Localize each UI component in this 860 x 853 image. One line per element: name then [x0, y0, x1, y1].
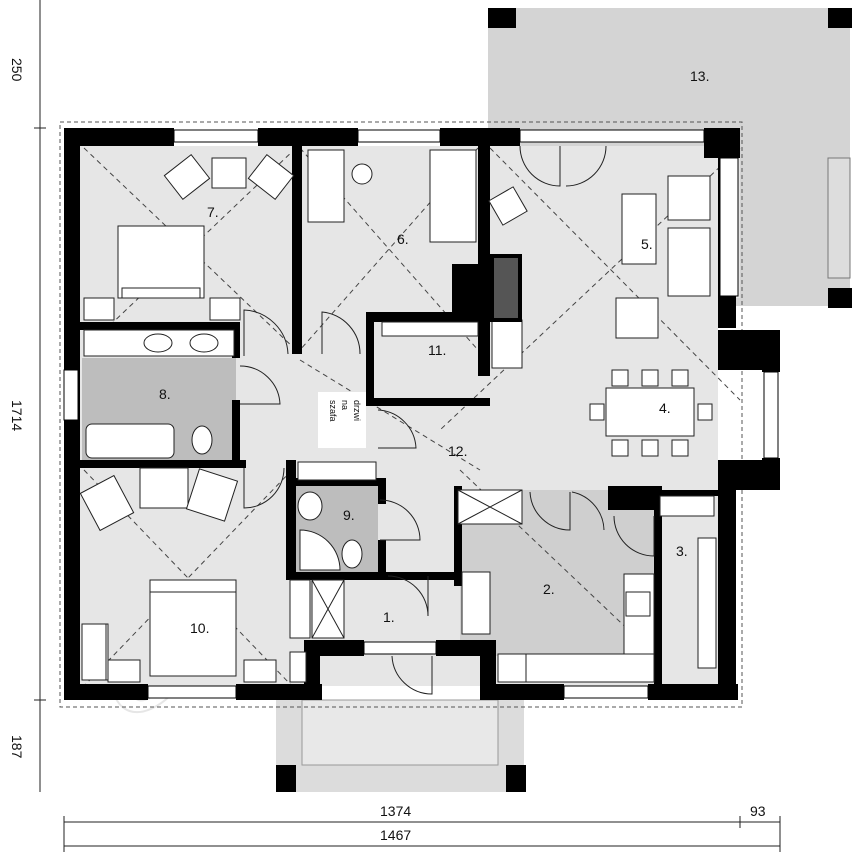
- porch-post: [506, 765, 526, 792]
- dim-bottom-total: 1467: [380, 827, 411, 843]
- roof-outline: [59, 121, 743, 708]
- room-label-11: 11.: [428, 342, 446, 358]
- porch-post: [276, 765, 296, 792]
- hall-1-fixtures: [81, 579, 345, 683]
- terrace-post: [828, 8, 852, 28]
- wc-9-fixtures: [297, 461, 377, 571]
- bedroom-7-furniture: [83, 154, 295, 321]
- dimension-lines: [34, 0, 781, 852]
- windows: [63, 129, 779, 699]
- porch-step: [301, 699, 499, 766]
- bathroom-8-fixtures: [83, 329, 235, 459]
- room-label-3: 3.: [676, 543, 688, 559]
- dim-bottom-left: 187: [9, 735, 25, 759]
- fireplace-insert: [494, 258, 518, 318]
- room-6-furniture: [307, 149, 479, 337]
- kitchen-fixtures: [457, 489, 655, 683]
- note-line-2: na: [340, 400, 350, 410]
- room-label-7: 7.: [207, 204, 219, 220]
- terrace-post: [488, 8, 516, 28]
- dim-bottom-right: 93: [750, 803, 766, 819]
- dim-left-mid: 1714: [9, 400, 25, 431]
- room-label-4: 4.: [659, 400, 671, 416]
- room-label-2: 2.: [543, 581, 555, 597]
- room-label-5: 5.: [641, 236, 653, 252]
- room-label-10: 10.: [190, 620, 209, 636]
- doors: [239, 145, 655, 695]
- room-label-8: 8.: [159, 386, 171, 402]
- dim-top-left: 250: [9, 58, 25, 82]
- room-label-12: 12.: [448, 443, 467, 459]
- wardrobe-note: szafa na drzwi: [318, 392, 366, 448]
- terrace-post: [828, 288, 852, 308]
- room-label-6: 6.: [397, 231, 409, 247]
- room-label-1: 1.: [383, 609, 395, 625]
- room-label-9: 9.: [343, 507, 355, 523]
- terrace-bench: [827, 157, 851, 279]
- note-line-3: drzwi: [352, 400, 362, 421]
- room-label-13: 13.: [690, 68, 709, 84]
- room-3-fixtures: [659, 495, 717, 669]
- dim-bottom-inner: 1374: [380, 803, 411, 819]
- living-furniture: [488, 175, 713, 457]
- note-line-1: szafa: [328, 400, 338, 422]
